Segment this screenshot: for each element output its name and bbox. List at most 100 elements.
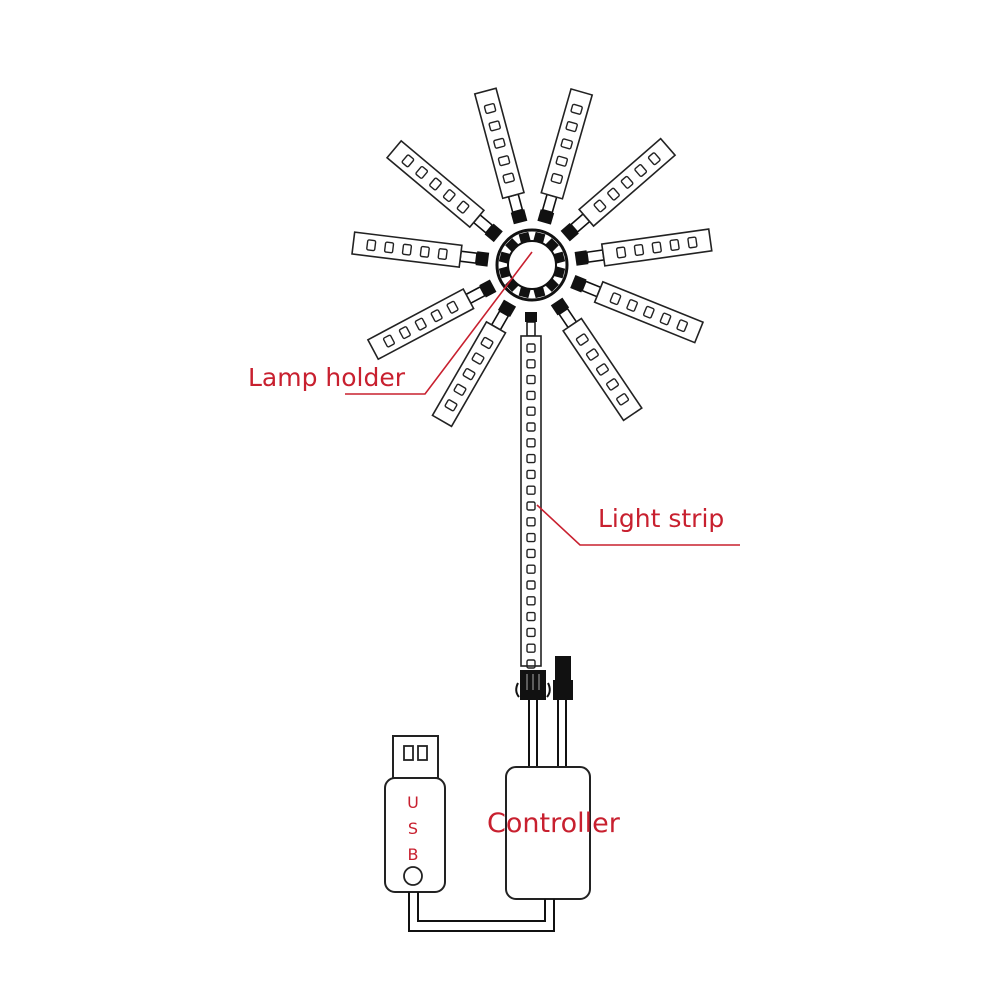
led-chip [595, 363, 609, 376]
hub-socket [518, 231, 531, 244]
controller-wires [528, 700, 567, 767]
led-chip [419, 245, 430, 258]
lamp-holder-hub [495, 228, 569, 302]
led-chip [526, 453, 536, 464]
led-chip [550, 172, 564, 185]
usb-label-s: S [408, 819, 418, 838]
led-chip [415, 165, 429, 179]
hub-socket [498, 266, 511, 279]
led-chip [593, 199, 607, 213]
led-chip [401, 154, 415, 168]
led-chip [429, 177, 442, 191]
led-chip [560, 138, 573, 150]
led-chip [437, 248, 448, 261]
lamp-arm [473, 87, 528, 225]
hub-socket [545, 238, 559, 252]
usb-label-b: B [408, 845, 419, 864]
light-strip-main [520, 312, 542, 669]
lamp-arm [574, 228, 713, 267]
hub-socket [553, 251, 566, 264]
led-chip [526, 611, 536, 622]
controller-box [505, 766, 591, 900]
led-chip [633, 243, 645, 256]
led-chip [526, 501, 536, 511]
led-chip [626, 299, 638, 312]
led-chip [570, 103, 583, 115]
led-chip [642, 305, 655, 319]
lamp-arms [351, 87, 713, 428]
lamp-arm [550, 297, 643, 422]
led-chip [398, 326, 411, 340]
led-chip [488, 120, 501, 132]
strip-connector [515, 670, 551, 700]
led-chip [526, 343, 536, 353]
led-chip [526, 659, 536, 669]
led-chip [526, 643, 536, 653]
led-chip [383, 241, 395, 254]
lamp-holder-label: Lamp holder [248, 363, 406, 392]
led-chip [555, 155, 569, 167]
led-chip [414, 317, 427, 331]
hub-socket [553, 266, 566, 279]
led-chip [526, 422, 536, 432]
led-chip [526, 406, 536, 416]
hub-socket [533, 286, 546, 299]
led-chip [462, 368, 476, 381]
led-chip [526, 438, 536, 448]
led-chip [615, 246, 627, 259]
led-chip [526, 469, 536, 480]
led-chip [456, 200, 470, 214]
power-connector [553, 656, 573, 700]
led-chip [575, 333, 589, 346]
usb-plug [384, 735, 446, 893]
usb-label-u: U [407, 793, 419, 812]
led-chip [606, 378, 620, 391]
led-chip [526, 532, 536, 543]
led-chip [634, 164, 648, 178]
lamp-arm [537, 87, 594, 225]
led-chip [526, 627, 536, 638]
light-strip-label: Light strip [598, 504, 724, 533]
led-chip [401, 243, 413, 256]
led-chip [453, 383, 467, 396]
lamp-arm [351, 231, 490, 269]
led-chip [647, 152, 661, 166]
led-chip [526, 596, 536, 606]
controller-label: Controller [487, 808, 621, 839]
led-chip [444, 399, 458, 412]
led-chip [471, 352, 485, 365]
led-chip [442, 189, 456, 203]
led-chip [565, 121, 578, 133]
led-chip [526, 485, 536, 495]
led-chip [483, 102, 497, 115]
led-chip [616, 393, 630, 406]
hub-socket [518, 286, 531, 299]
led-chip [382, 334, 396, 348]
usb-cable [408, 892, 555, 932]
led-chip [659, 312, 672, 326]
lamp-arm [431, 299, 517, 428]
led-chip [609, 292, 622, 306]
led-chip [526, 517, 536, 527]
hub-socket [533, 231, 546, 244]
led-chip [502, 172, 515, 184]
led-chip [676, 319, 689, 333]
led-chip [651, 241, 662, 254]
led-chip [430, 309, 443, 323]
led-chip [526, 564, 536, 574]
led-chip [526, 548, 536, 559]
led-chip [526, 359, 536, 369]
led-chip [493, 137, 506, 149]
lamp-arm [560, 137, 677, 242]
led-chip [446, 300, 459, 314]
led-chip [526, 374, 536, 385]
led-chip [480, 336, 494, 350]
led-chip [526, 390, 536, 401]
lamp-arm [385, 139, 503, 243]
hub-socket [545, 278, 559, 292]
leader-lines [345, 251, 740, 546]
lamp-arm [366, 279, 497, 361]
hub-socket [498, 251, 511, 264]
lamp-arm [570, 274, 705, 344]
